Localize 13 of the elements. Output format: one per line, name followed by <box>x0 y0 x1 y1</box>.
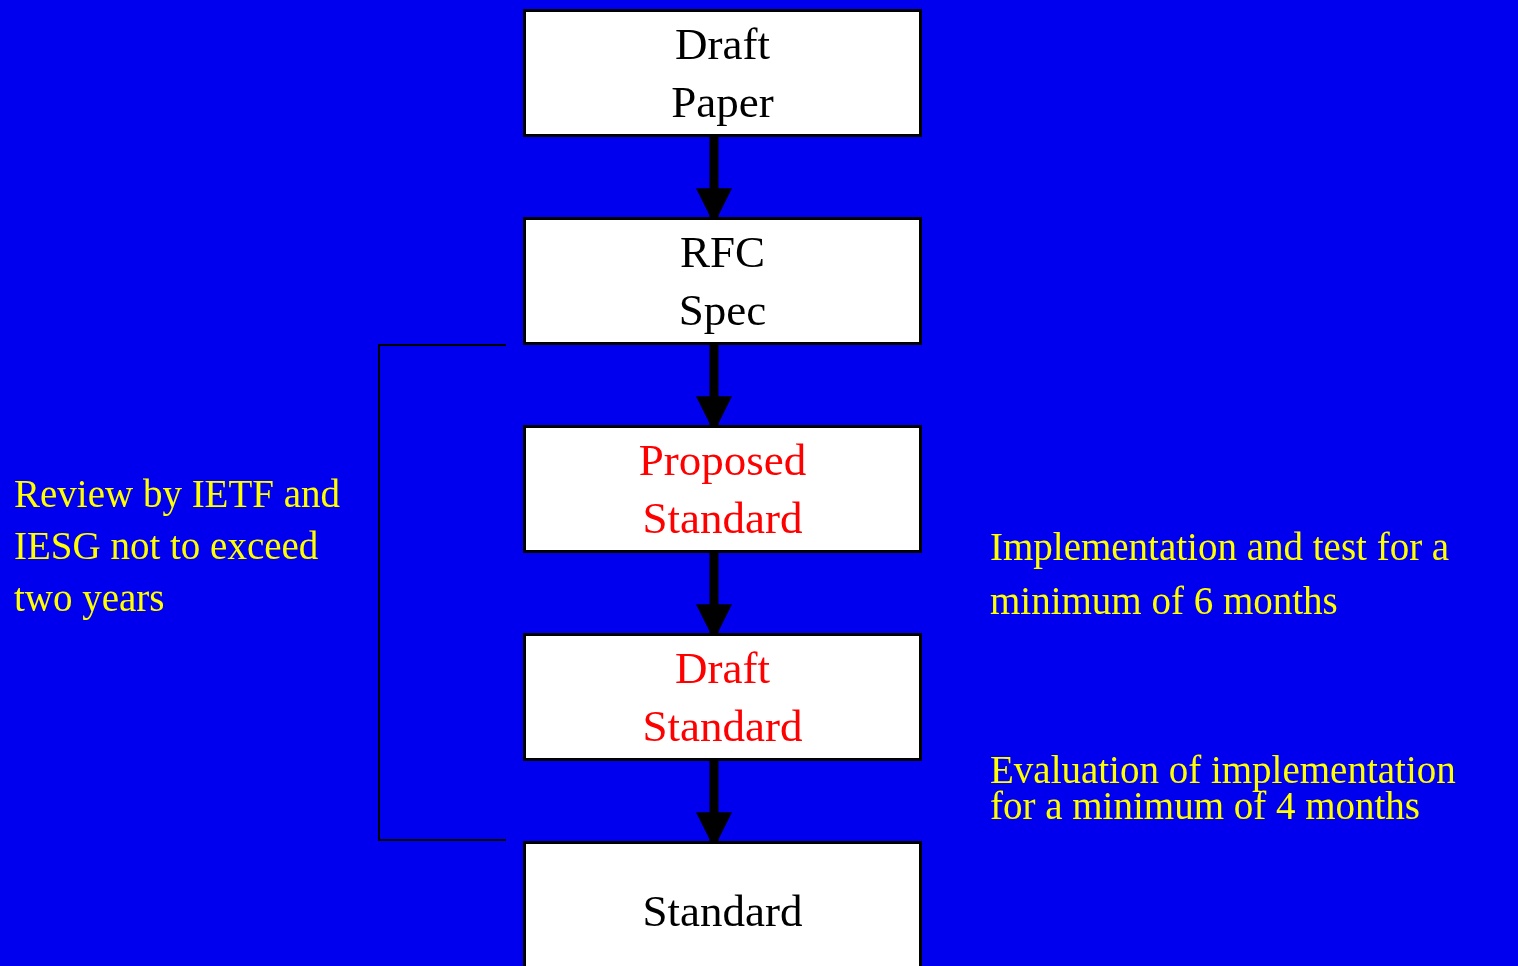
annotation-text: Review by IETF and IESG not to exceed two years <box>14 471 341 622</box>
process-box <box>523 841 922 966</box>
box-label: Draft Standard <box>641 642 804 753</box>
process-box <box>523 217 922 345</box>
process-box <box>523 633 922 761</box>
annotation-text: Implementation and test for a minimum of 6 months <box>990 524 1451 624</box>
process-box <box>523 9 922 137</box>
annotation-text: Evaluation of implementation for a minimum of 4 months <box>990 752 1457 824</box>
box-label: Draft Paper <box>670 18 775 129</box>
box-label: Standard <box>641 885 804 938</box>
box-label: RFC Spec <box>677 226 768 337</box>
process-box <box>523 425 922 553</box>
box-label: Proposed Standard <box>637 434 808 545</box>
